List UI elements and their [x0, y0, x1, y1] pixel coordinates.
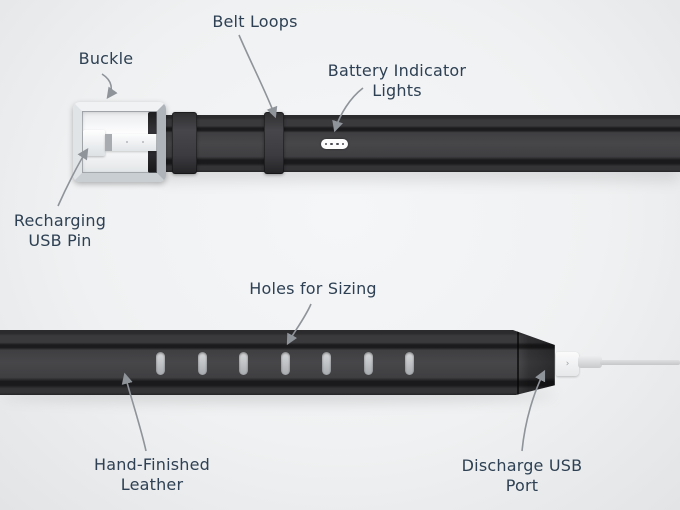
sizing-hole — [405, 352, 414, 375]
battery-indicator-label-line2: Lights — [372, 81, 422, 100]
discharge-port-label-line2: Port — [505, 476, 539, 495]
usb-cable-wire — [600, 360, 680, 365]
buckle-prong — [105, 134, 158, 151]
discharge-usb-port-label: Discharge USB Port — [447, 456, 597, 496]
discharge-usb-plug: › — [556, 352, 579, 376]
sizing-hole — [363, 352, 373, 375]
belt-loop — [172, 112, 197, 174]
leather-label-line1: Hand-Finished — [93, 455, 211, 474]
buckle-prong-base — [83, 130, 105, 156]
buckle-label: Buckle — [78, 49, 134, 68]
prong-dot — [126, 141, 128, 143]
led-dot — [341, 142, 345, 146]
hand-finished-leather-label: Hand-Finished Leather — [77, 455, 227, 495]
usb-cable-stub — [578, 356, 602, 368]
prong-dot — [142, 141, 144, 143]
buckle-arrow — [101, 73, 118, 99]
sizing-hole — [280, 352, 290, 375]
battery-indicator-lights — [321, 139, 348, 149]
prong-hinge — [105, 134, 112, 151]
belt-loops-label: Belt Loops — [212, 12, 298, 31]
belt-loop — [264, 112, 284, 174]
leather-label-line2: Leather — [120, 475, 184, 494]
led-dot — [336, 142, 339, 146]
sizing-hole — [197, 352, 207, 375]
belt-strap-bottom — [0, 330, 555, 395]
led-dot — [324, 142, 328, 146]
discharge-port-label-line1: Discharge USB — [461, 456, 583, 475]
battery-indicator-label: Battery Indicator Lights — [317, 61, 477, 101]
recharging-pin-label: Recharging USB Pin — [8, 211, 112, 251]
belt-loops-arrow — [238, 34, 278, 119]
led-dot — [330, 142, 333, 146]
recharging-pin-label-line2: USB Pin — [28, 231, 92, 250]
sizing-hole — [239, 352, 248, 375]
sizing-hole — [322, 352, 331, 375]
sizing-hole — [156, 352, 165, 375]
holes-for-sizing-label: Holes for Sizing — [249, 279, 377, 298]
buckle-frame — [73, 102, 166, 182]
belt-tip-cap — [517, 330, 555, 395]
usb-icon: › — [565, 358, 570, 369]
recharging-pin-label-line1: Recharging — [13, 211, 107, 230]
sizing-holes — [156, 352, 414, 375]
belt-strap-top — [158, 115, 680, 172]
battery-indicator-label-line1: Battery Indicator — [327, 61, 467, 80]
